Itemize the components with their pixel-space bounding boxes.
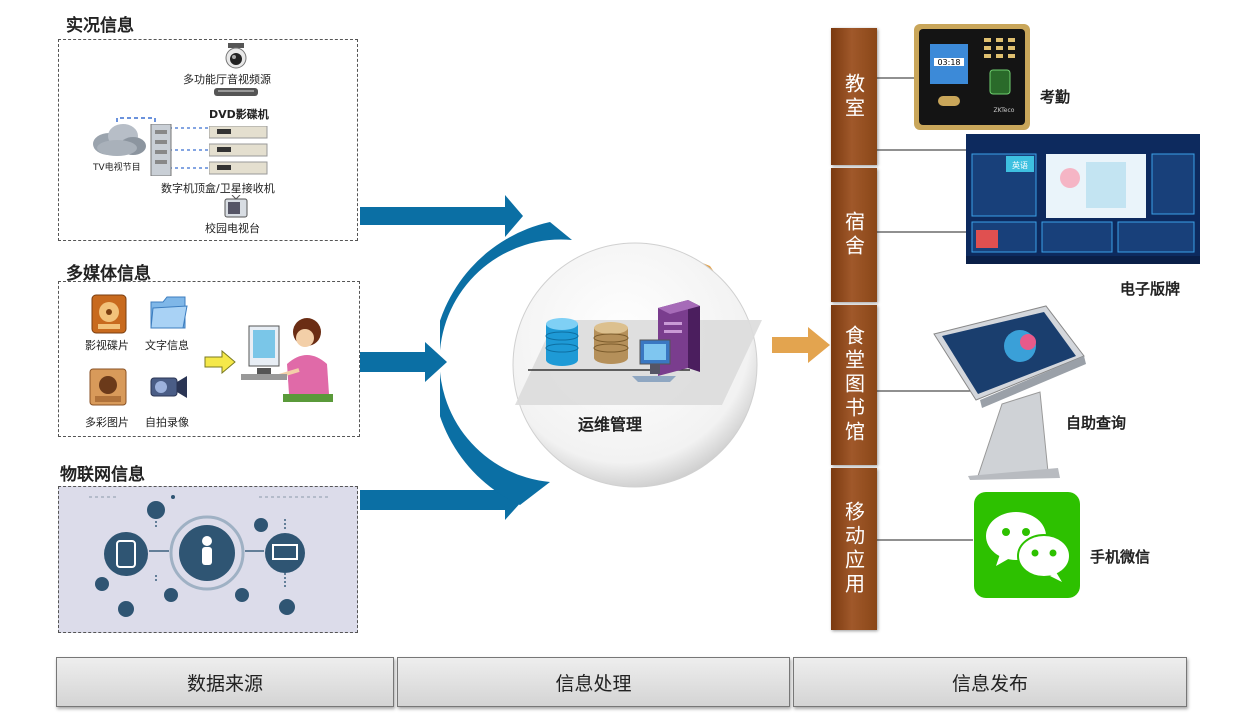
attendance-device-icon: 03:18 ZKTeco bbox=[914, 24, 1030, 130]
monitor-icon bbox=[632, 339, 676, 382]
processing-label: 运维管理 bbox=[578, 415, 643, 434]
signage-subject-text: 英语 bbox=[1012, 160, 1028, 170]
video-disc-label: 影视碟片 bbox=[85, 339, 129, 352]
camera-label: 多功能厅音视频源 bbox=[183, 73, 271, 86]
selfie-video-label: 自拍录像 bbox=[145, 416, 189, 429]
multimedia-info-title: 多媒体信息 bbox=[66, 264, 151, 284]
output-arrow bbox=[772, 327, 830, 363]
wechat-label: 手机微信 bbox=[1090, 548, 1151, 566]
input-arrows bbox=[360, 195, 523, 520]
text-info-label: 文字信息 bbox=[145, 339, 189, 352]
set-top-box-icon bbox=[209, 126, 268, 175]
pillar-dormitory: 宿舍 bbox=[831, 168, 877, 302]
picture-icon bbox=[89, 368, 127, 406]
iot-network-diagram bbox=[89, 495, 329, 617]
dome-camera-icon bbox=[225, 43, 247, 69]
computer-user-icon bbox=[241, 318, 333, 402]
pillar-mobile-app: 移动应用 bbox=[831, 468, 877, 630]
iot-info-box bbox=[58, 486, 358, 633]
kiosk-label: 自助查询 bbox=[1066, 414, 1127, 432]
camcorder-icon bbox=[150, 376, 187, 398]
connector-lines bbox=[877, 77, 977, 541]
pillar-canteen-library: 食堂图书馆 bbox=[831, 305, 877, 465]
footer-info-publish: 信息发布 bbox=[793, 657, 1187, 707]
arrow-live bbox=[360, 195, 523, 237]
device-clock-text: 03:18 bbox=[937, 58, 960, 67]
dvd-label: DVD影碟机 bbox=[209, 108, 269, 121]
live-info-title: 实况信息 bbox=[66, 16, 134, 36]
folder-icon bbox=[150, 296, 188, 329]
tv-program-label: TV电视节目 bbox=[93, 163, 141, 173]
multimedia-info-box: 影视碟片 文字信息 多彩图片 自拍录像 bbox=[58, 281, 360, 437]
arrow-iot bbox=[360, 480, 523, 520]
dvd-disc-icon bbox=[91, 294, 127, 334]
processing-hub bbox=[440, 222, 762, 505]
footer-data-source: 数据来源 bbox=[56, 657, 394, 707]
dvd-player-icon bbox=[214, 88, 258, 96]
server-tower-icon bbox=[658, 300, 700, 376]
device-brand-text: ZKTeco bbox=[994, 107, 1015, 114]
iot-info-title: 物联网信息 bbox=[60, 465, 145, 485]
digital-signage-icon: 英语 bbox=[966, 134, 1200, 264]
pillar-classroom: 教室 bbox=[831, 28, 877, 165]
kiosk-icon bbox=[933, 305, 1086, 480]
database-tan-icon bbox=[593, 322, 629, 364]
cloud-icon bbox=[93, 124, 146, 156]
attendance-label: 考勤 bbox=[1040, 88, 1071, 106]
yellow-arrow-icon bbox=[204, 350, 236, 374]
campus-tv-icon bbox=[224, 195, 248, 218]
pictures-label: 多彩图片 bbox=[85, 416, 129, 429]
stb-label: 数字机顶盒/卫星接收机 bbox=[161, 182, 275, 195]
matrix-switcher-icon bbox=[150, 124, 172, 176]
campus-tv-label: 校园电视台 bbox=[205, 222, 260, 235]
database-blue-icon bbox=[545, 318, 579, 366]
wechat-icon[interactable] bbox=[974, 492, 1080, 598]
arrow-multimedia bbox=[360, 342, 447, 382]
live-info-box: 多功能厅音视频源 DVD影碟机 TV电视节目 数字机顶盒/卫星接收机 bbox=[58, 39, 358, 241]
footer-info-processing: 信息处理 bbox=[397, 657, 790, 707]
signage-label: 电子版牌 bbox=[1120, 280, 1181, 298]
